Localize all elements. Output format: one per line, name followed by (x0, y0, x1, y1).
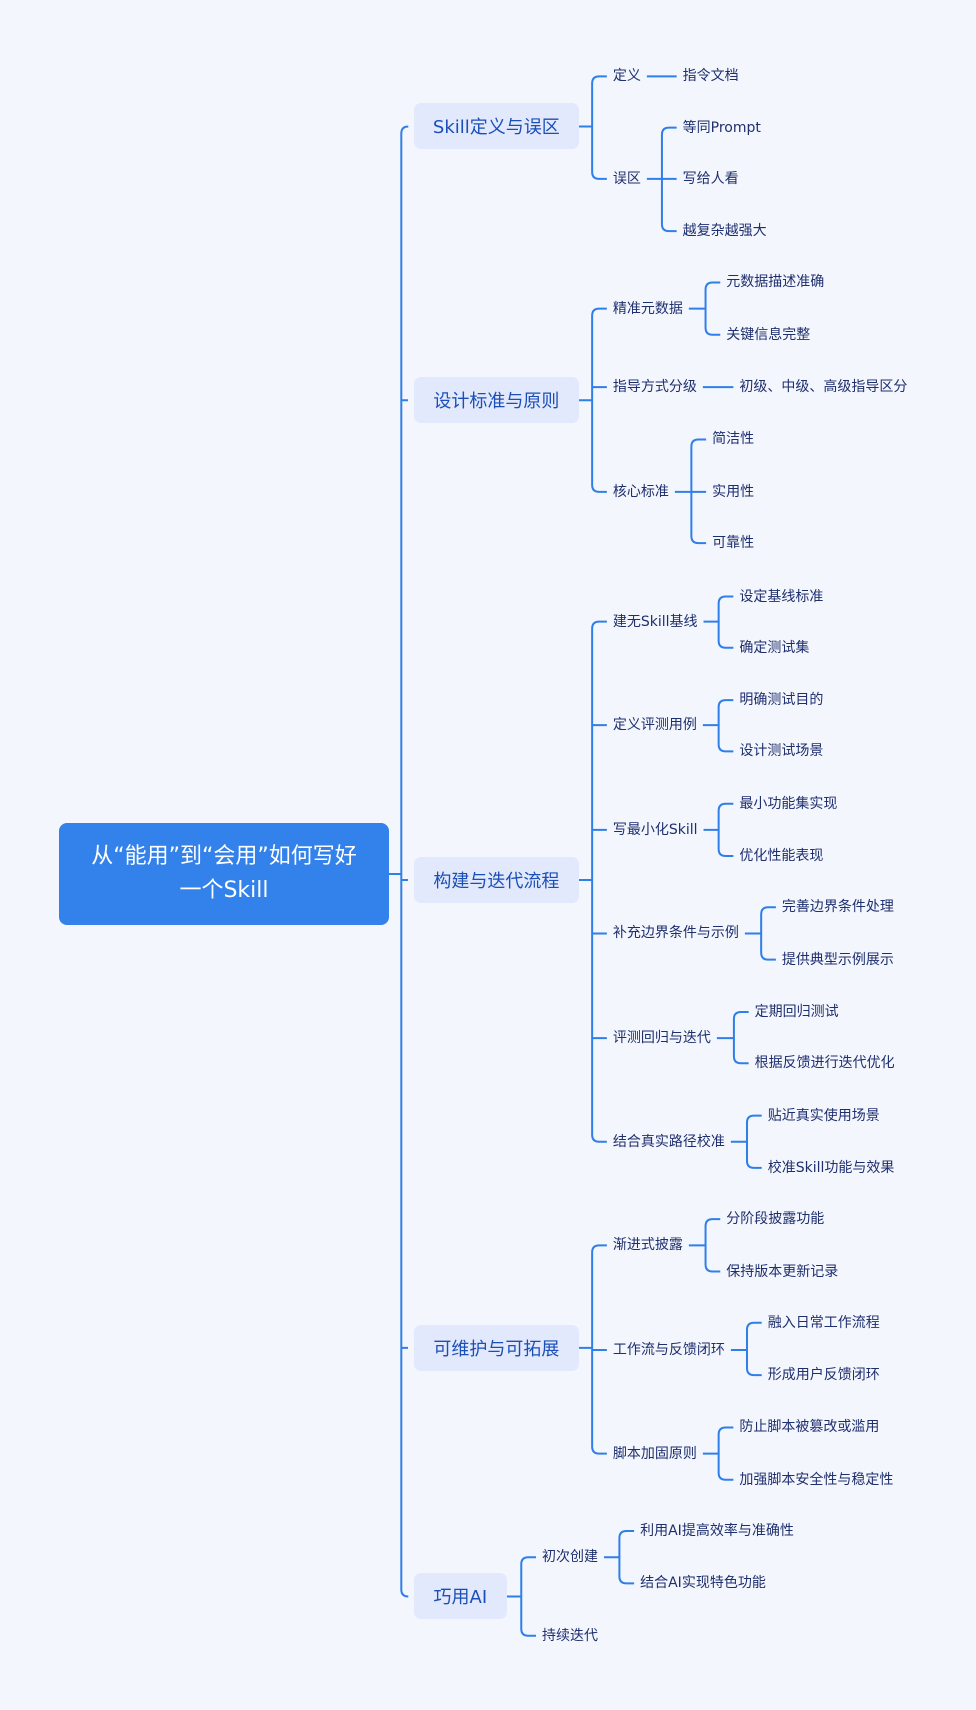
connector-line (578, 75, 607, 180)
leaf-topic[interactable]: 利用AI提高效率与准确性 (640, 1523, 794, 1540)
leaf-topic[interactable]: 设计测试场景 (739, 743, 824, 760)
leaf-topic[interactable]: 加强脚本安全性与稳定性 (739, 1471, 894, 1488)
subtopic[interactable]: 渐进式披露 (612, 1237, 683, 1254)
branch-topic[interactable]: 构建与迭代流程 (414, 857, 579, 904)
subtopic[interactable]: 核心标准 (612, 483, 669, 500)
subtopic[interactable]: 持续迭代 (541, 1627, 598, 1644)
branch-topic[interactable]: 可维护与可拓展 (414, 1324, 579, 1371)
leaf-topic[interactable]: 等同Prompt (682, 119, 761, 136)
connector-line (506, 1556, 536, 1637)
connector-line (730, 1114, 762, 1169)
connector-line (578, 307, 607, 493)
subtopic[interactable]: 定义评测用例 (612, 717, 697, 734)
connector-line (674, 438, 707, 545)
leaf-topic[interactable]: 关键信息完整 (726, 326, 811, 343)
leaf-topic[interactable]: 越复杂越强大 (682, 223, 767, 240)
leaf-topic[interactable]: 校准Skill功能与效果 (767, 1159, 895, 1176)
leaf-topic[interactable]: 融入日常工作流程 (767, 1314, 880, 1331)
leaf-topic[interactable]: 初级、中级、高级指导区分 (739, 379, 908, 396)
subtopic[interactable]: 脚本加固原则 (612, 1445, 697, 1462)
connector-line (703, 802, 734, 858)
root-topic[interactable]: 从“能用”到“会用”如何写好一个Skill (59, 823, 389, 925)
connector-line (578, 1244, 607, 1455)
subtopic[interactable]: 工作流与反馈闭环 (612, 1342, 725, 1359)
branch-topic[interactable]: 巧用AI (414, 1573, 507, 1620)
subtopic[interactable]: 结合真实路径校准 (612, 1133, 725, 1150)
connector-line (703, 595, 734, 649)
connector-line (646, 126, 677, 233)
leaf-topic[interactable]: 保持版本更新记录 (726, 1263, 839, 1280)
branch-topic[interactable]: Skill定义与误区 (414, 103, 579, 150)
leaf-topic[interactable]: 元数据描述准确 (726, 274, 825, 291)
leaf-topic[interactable]: 结合AI实现特色功能 (640, 1575, 766, 1592)
leaf-topic[interactable]: 指令文档 (682, 68, 739, 85)
leaf-topic[interactable]: 最小功能集实现 (739, 795, 838, 812)
leaf-topic[interactable]: 可靠性 (712, 535, 755, 552)
leaf-topic[interactable]: 实用性 (712, 483, 755, 500)
leaf-topic[interactable]: 优化性能表现 (739, 848, 824, 865)
leaf-topic[interactable]: 提供典型示例展示 (781, 951, 894, 968)
leaf-topic[interactable]: 简洁性 (712, 431, 755, 448)
leaf-topic[interactable]: 写给人看 (682, 170, 739, 187)
connector-line (578, 620, 607, 1143)
branch-topic[interactable]: 设计标准与原则 (414, 377, 579, 424)
connector-line (716, 1010, 749, 1065)
subtopic[interactable]: 建无Skill基线 (612, 613, 698, 630)
connector-line (730, 1321, 762, 1377)
subtopic[interactable]: 评测回归与迭代 (612, 1030, 711, 1047)
leaf-topic[interactable]: 完善边界条件处理 (781, 899, 894, 916)
leaf-topic[interactable]: 形成用户反馈闭环 (767, 1367, 880, 1384)
leaf-topic[interactable]: 定期回归测试 (754, 1003, 839, 1020)
connector-line (744, 906, 776, 961)
connector-line (702, 699, 734, 753)
subtopic[interactable]: 指导方式分级 (612, 379, 697, 396)
subtopic[interactable]: 补充边界条件与示例 (612, 925, 739, 942)
connector-line (702, 1426, 734, 1481)
subtopic[interactable]: 定义 (612, 68, 641, 85)
leaf-topic[interactable]: 设定基线标准 (739, 588, 824, 605)
leaf-topic[interactable]: 明确测试目的 (739, 692, 824, 709)
leaf-topic[interactable]: 分阶段披露功能 (726, 1211, 825, 1228)
leaf-topic[interactable]: 防止脚本被篡改或滥用 (739, 1419, 880, 1436)
leaf-topic[interactable]: 贴近真实使用场景 (767, 1107, 880, 1124)
root-topic-label: 从“能用”到“会用”如何写好一个Skill (91, 844, 357, 903)
connector-line (603, 1530, 635, 1585)
leaf-topic[interactable]: 确定测试集 (739, 639, 810, 656)
connector-line (688, 281, 721, 336)
connector-line (389, 125, 409, 1598)
connector-line (688, 1218, 721, 1273)
leaf-topic[interactable]: 根据反馈进行迭代优化 (754, 1055, 895, 1072)
subtopic[interactable]: 误区 (612, 170, 641, 187)
subtopic[interactable]: 精准元数据 (612, 300, 683, 317)
subtopic[interactable]: 初次创建 (541, 1549, 598, 1566)
subtopic[interactable]: 写最小化Skill (612, 821, 698, 838)
